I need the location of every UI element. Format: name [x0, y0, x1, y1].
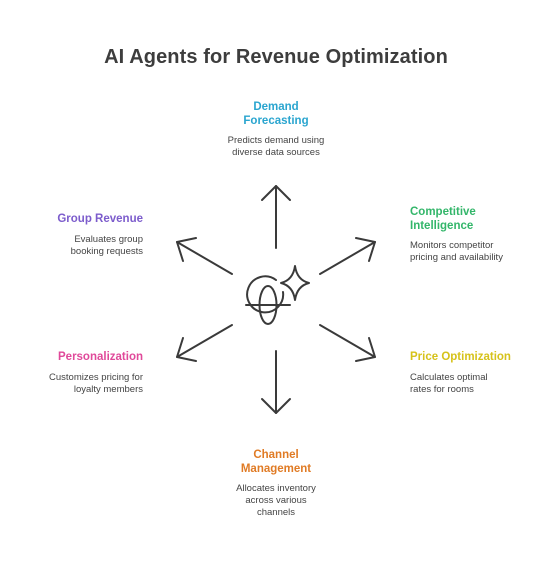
arrow-down	[261, 350, 291, 414]
arrow-upper-left	[176, 237, 233, 275]
node-demand-forecasting: Demand Forecasting Predicts demand using…	[196, 101, 356, 159]
channel-management-description: Allocates inventory across various chann…	[236, 483, 316, 518]
price-optimization-label: Price Optimization	[410, 351, 511, 363]
node-competitive-intelligence: Competitive Intelligence Monitors compet…	[410, 206, 545, 264]
arrow-up	[261, 185, 291, 249]
channel-management-label: Channel Management	[240, 449, 312, 475]
competitive-intelligence-description: Monitors competitor pricing and availabi…	[410, 240, 503, 263]
group-revenue-description: Evaluates group booking requests	[70, 233, 143, 257]
demand-forecasting-label: Demand Forecasting	[243, 101, 309, 127]
diagram-title: AI Agents for Revenue Optimization	[104, 46, 448, 68]
personalization-description: Customizes pricing for loyalty members	[49, 371, 143, 395]
competitive-intelligence-label: Competitive Intelligence	[410, 206, 476, 232]
demand-forecasting-description: Predicts demand using diverse data sourc…	[227, 135, 325, 158]
arrow-lower-left	[176, 324, 233, 362]
arrow-upper-right	[319, 237, 376, 275]
node-personalization: Personalization Customizes pricing for l…	[10, 351, 143, 396]
globe-sparkle-icon	[245, 265, 310, 325]
group-revenue-label: Group Revenue	[57, 213, 143, 225]
price-optimization-description: Calculates optimal rates for rooms	[410, 371, 488, 395]
arrow-lower-right	[319, 324, 376, 362]
personalization-label: Personalization	[58, 351, 143, 363]
node-price-optimization: Price Optimization Calculates optimal ra…	[410, 351, 545, 396]
node-group-revenue: Group Revenue Evaluates group booking re…	[10, 213, 143, 258]
node-channel-management: Channel Management Allocates inventory a…	[196, 449, 356, 519]
